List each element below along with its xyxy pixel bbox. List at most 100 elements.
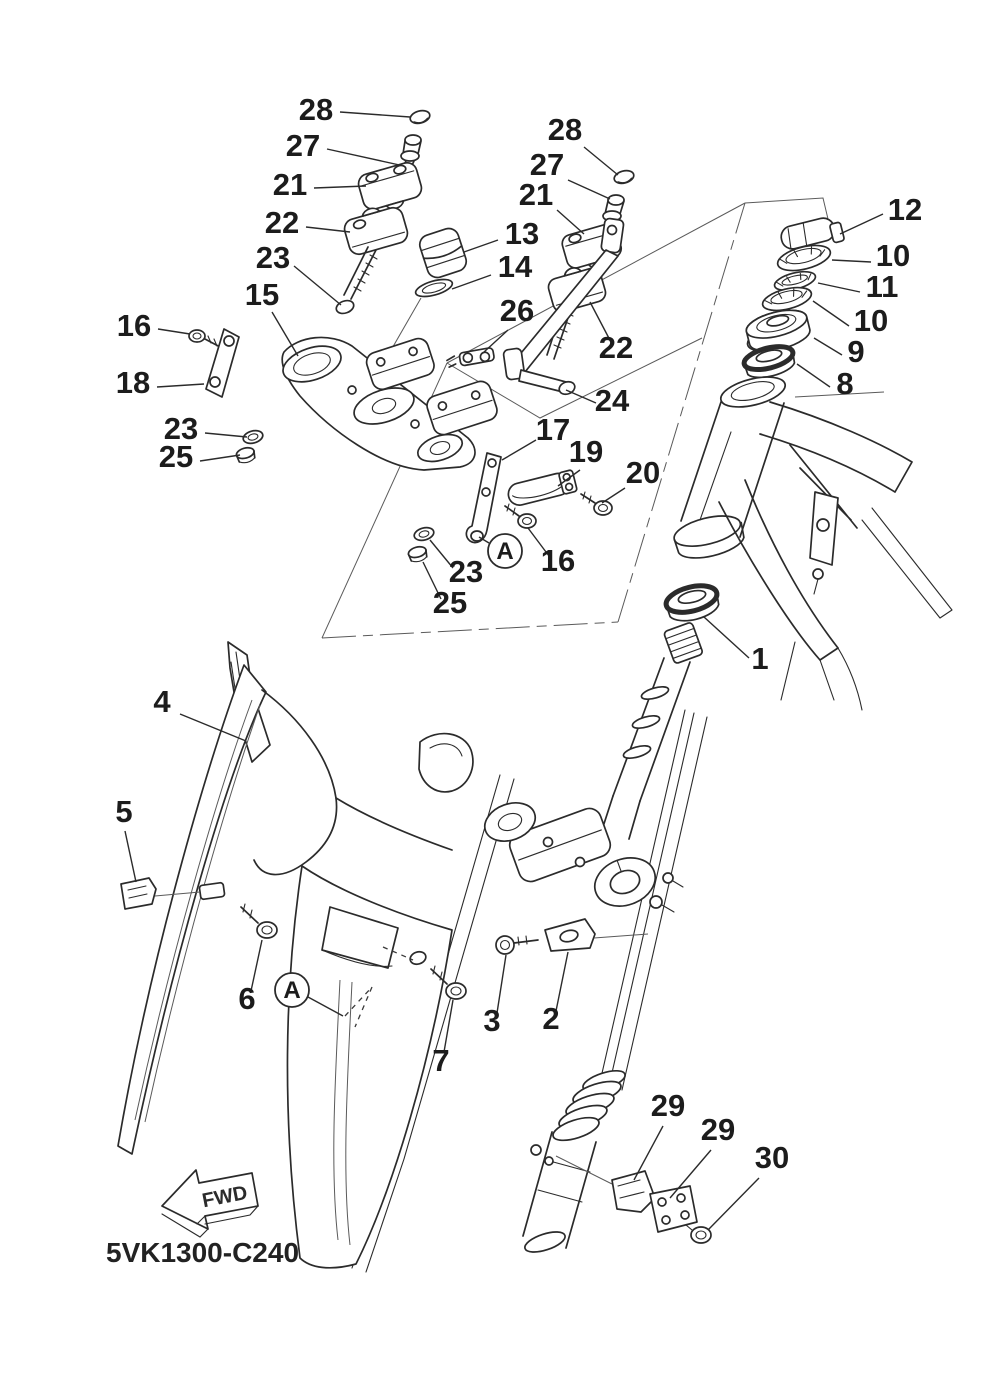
part-number-label: 21 (273, 167, 307, 202)
leader-line (633, 1125, 664, 1181)
part-number-label: 23 (256, 240, 290, 275)
part-number-label: 24 (595, 383, 630, 418)
steering-stem (612, 622, 703, 802)
leader-line (271, 311, 299, 357)
bolt-16-center (504, 503, 537, 529)
cap-28-right (613, 169, 635, 185)
lower-bracket-assembly (483, 795, 684, 913)
leader-line (463, 239, 499, 253)
bearing-1 (663, 583, 720, 622)
fwd-arrow: FWD (161, 1169, 259, 1238)
leader-line (703, 616, 750, 659)
part-number-label: 5 (115, 794, 132, 829)
leader-line (326, 148, 405, 167)
bracket-18 (205, 328, 240, 398)
clip-5 (120, 877, 201, 910)
detail-marker-letter: A (496, 538, 513, 565)
bolt-shaft-left (335, 246, 378, 315)
hose-clamp-parts (530, 1144, 613, 1185)
leader-line (179, 713, 247, 742)
front-fender-4 (117, 641, 474, 1269)
part-number-label: 28 (299, 92, 333, 127)
holder-block-b (426, 380, 498, 436)
part-number-label: 25 (433, 585, 467, 620)
leader-line (496, 954, 507, 1014)
part-number-label: 23 (449, 554, 483, 589)
damper-rubber-29 (611, 1170, 656, 1213)
detail-marker-circle (274, 972, 310, 1008)
part-number-layer: 2827212223151618232513142628272122241210… (115, 92, 922, 1231)
part-number-label: 17 (536, 412, 570, 447)
cable-guide-2 (544, 918, 649, 952)
lock-washer-12 (780, 217, 845, 250)
part-number-label: 27 (530, 147, 564, 182)
leader-line (839, 213, 884, 235)
hidden-detail-dashes (344, 946, 414, 1028)
part-number-label: 18 (116, 365, 150, 400)
part-number-label: 16 (117, 308, 151, 343)
leader-line (204, 432, 248, 438)
leader-line (478, 536, 490, 544)
nut-25-center (407, 545, 428, 563)
part-number-label: 1 (751, 641, 768, 676)
part-number-label: 15 (245, 277, 279, 312)
leader-line (557, 469, 581, 487)
clamp-21-left (357, 161, 423, 211)
part-number-label: 2 (542, 1001, 559, 1036)
leader-line (429, 539, 454, 569)
part-number-label: 8 (836, 366, 853, 401)
part-number-label: 27 (286, 128, 320, 163)
ring-nut-10-upper (776, 244, 832, 272)
leader-line (831, 259, 872, 263)
part-number-label: 7 (432, 1043, 449, 1078)
part-number-label: 22 (599, 330, 633, 365)
diagram-code: 5VK1300-C240 (106, 1237, 299, 1268)
frame-tab (809, 491, 839, 595)
bolt-27-left (399, 134, 422, 173)
part-number-label: 6 (238, 981, 255, 1016)
part-number-label: 9 (847, 334, 864, 369)
handlebar-holder-cap-13 (418, 227, 468, 279)
detail-marker-letter: A (283, 977, 300, 1004)
leader-line (589, 301, 613, 345)
fender-clip-seat (198, 881, 226, 901)
leader-line (817, 282, 861, 293)
upper-triple-clamp-15 (281, 336, 498, 471)
bolt-6 (240, 903, 278, 939)
leader-line (501, 439, 537, 461)
detail-marker-circle (487, 533, 523, 569)
holder-block-a (365, 337, 435, 391)
part-number-label: 10 (876, 238, 910, 273)
washer-23-shaft-end (335, 299, 355, 315)
part-number-label: 26 (500, 293, 534, 328)
part-number-label: 3 (483, 1003, 500, 1038)
part-number-label: 23 (164, 411, 198, 446)
bolt-7 (430, 965, 467, 1000)
bolt-3 (495, 935, 539, 955)
washer-23-left (242, 429, 264, 445)
flap-nut (409, 950, 427, 966)
leader-line (565, 389, 597, 404)
frame-head-tube (673, 376, 787, 559)
bolt-30 (685, 1224, 712, 1244)
fender-mount (418, 732, 474, 793)
part-number-label: 4 (153, 684, 171, 719)
bearing-cover-9 (745, 309, 811, 352)
stay-24 (502, 217, 625, 396)
leader-line (451, 274, 492, 290)
leader-line (813, 337, 843, 356)
cap-28-left (409, 109, 431, 125)
clamp-22-left (343, 206, 409, 256)
leader-line (567, 179, 611, 200)
part-number-label: 29 (651, 1088, 685, 1123)
ring-nut-10-lower (761, 286, 813, 312)
part-number-label: 13 (505, 216, 539, 251)
leader-line (527, 527, 550, 557)
part-number-label: 10 (854, 303, 888, 338)
part-number-label: 11 (866, 269, 899, 304)
detail-marker-layer: AA (274, 533, 523, 1017)
part-number-label: 20 (626, 455, 660, 490)
part-number-label: 28 (548, 112, 582, 147)
